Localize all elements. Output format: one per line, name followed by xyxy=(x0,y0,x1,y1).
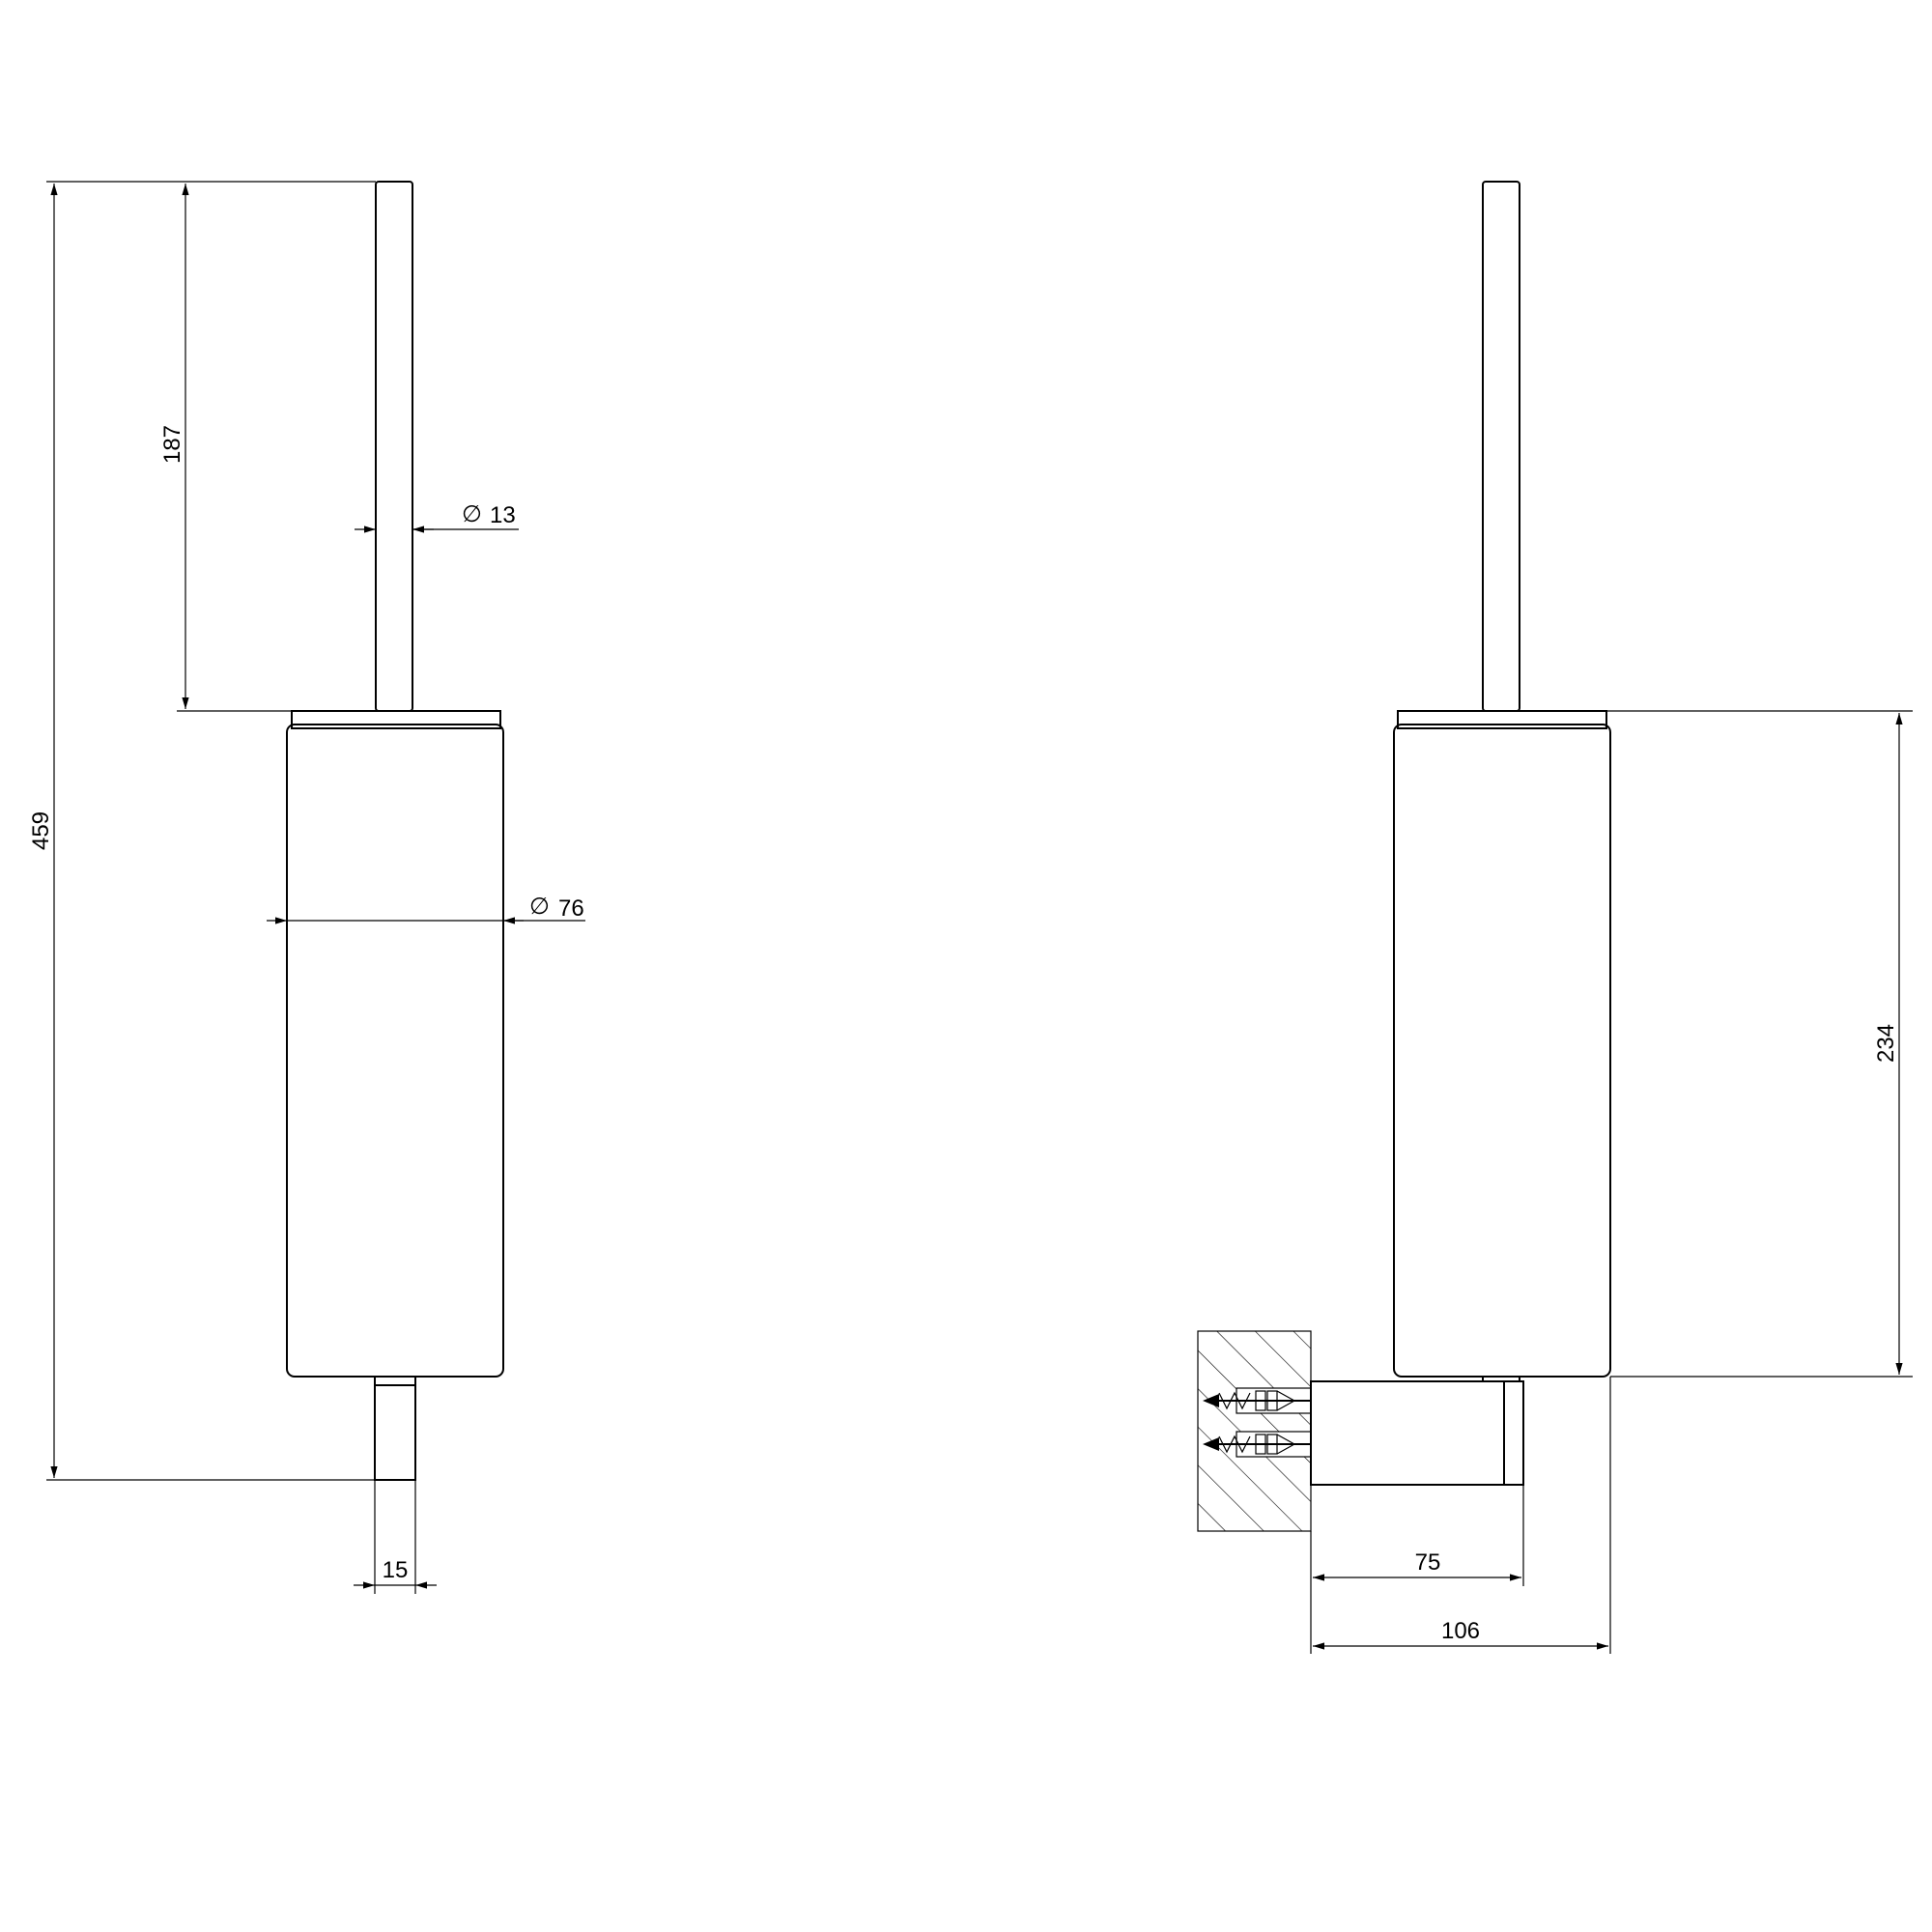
wall-anchor-lower xyxy=(1203,1431,1312,1458)
dim-overall-height: 459 xyxy=(28,811,54,850)
side-dimensions: 234 75 106 xyxy=(1310,710,1913,1654)
front-bracket xyxy=(374,1376,416,1481)
dim-bracket-width: 15 xyxy=(383,1557,409,1583)
dim-body-height: 234 xyxy=(1873,1024,1899,1063)
dim-handle-length: 187 xyxy=(159,425,185,464)
side-body xyxy=(1393,724,1611,1378)
dim-body-diameter: 76 xyxy=(558,895,584,922)
front-dimensions: 459 187 ∅ 13 ∅ 76 15 xyxy=(28,181,585,1594)
dim-overall-depth: 106 xyxy=(1441,1618,1480,1644)
dim-handle-diameter: 13 xyxy=(490,502,516,528)
front-lid xyxy=(291,710,501,729)
front-view xyxy=(286,181,504,1481)
front-handle xyxy=(375,181,413,712)
side-lid xyxy=(1397,710,1607,729)
dim-bracket-depth: 75 xyxy=(1415,1549,1441,1576)
side-view xyxy=(1197,181,1611,1532)
side-wall-bracket xyxy=(1310,1380,1524,1486)
front-body xyxy=(286,724,504,1378)
body-diameter-symbol: ∅ xyxy=(529,894,550,920)
wall-anchor-upper xyxy=(1203,1387,1312,1414)
side-handle xyxy=(1482,181,1520,712)
handle-diameter-symbol: ∅ xyxy=(462,501,482,527)
